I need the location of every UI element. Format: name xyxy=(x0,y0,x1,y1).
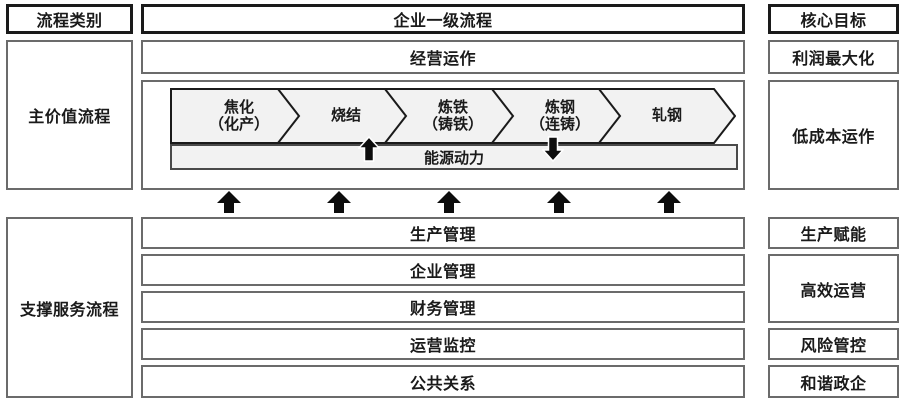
value-chain-chevrons: 焦化 （化产） 烧结 炼铁 （铸铁） xyxy=(170,88,736,144)
goal-label: 低成本运作 xyxy=(792,127,875,146)
goal-cell-efficient-operation: 高效运营 xyxy=(768,254,899,323)
header-category-cell: 流程类别 xyxy=(6,4,133,34)
header-goal-cell: 核心目标 xyxy=(768,4,899,34)
goal-cell-harmonious-government-enterprise: 和谐政企 xyxy=(768,365,899,398)
goal-cell-risk-control: 风险管控 xyxy=(768,328,899,360)
process-row-business-operation: 经营运作 xyxy=(141,40,745,74)
support-up-arrow-icon-2 xyxy=(326,190,352,214)
process-row-operation-monitoring: 运营监控 xyxy=(141,328,745,360)
process-row-label: 企业管理 xyxy=(409,262,476,281)
process-row-label: 公共关系 xyxy=(409,373,476,393)
category-label-main-value: 主价值流程 xyxy=(28,107,111,126)
header-goal-label: 核心目标 xyxy=(800,11,867,30)
header-category-label: 流程类别 xyxy=(36,11,103,30)
process-row-public-relations: 公共关系 xyxy=(141,365,745,398)
goal-label: 高效运营 xyxy=(800,280,867,300)
goal-label: 和谐政企 xyxy=(800,373,867,393)
process-row-enterprise-management: 企业管理 xyxy=(141,254,745,286)
support-up-arrow-icon-3 xyxy=(436,190,462,214)
header-process-label: 企业一级流程 xyxy=(393,11,493,30)
goal-cell-profit-maximization: 利润最大化 xyxy=(768,40,899,74)
process-row-label: 经营运作 xyxy=(409,49,476,68)
goal-label: 生产赋能 xyxy=(800,225,867,244)
chevron-shape-icon xyxy=(598,88,736,144)
category-label-support-service: 支撑服务流程 xyxy=(19,299,119,319)
goal-cell-production-empowerment: 生产赋能 xyxy=(768,217,899,249)
category-cell-support-service: 支撑服务流程 xyxy=(6,217,133,398)
process-row-label: 财务管理 xyxy=(409,299,476,318)
header-process-cell: 企业一级流程 xyxy=(141,4,745,34)
support-up-arrow-icon-1 xyxy=(216,190,242,214)
energy-power-bar[interactable]: 能源动力 xyxy=(170,144,738,170)
goal-label: 风险管控 xyxy=(800,336,867,355)
process-row-label: 生产管理 xyxy=(409,225,476,244)
category-cell-main-value: 主价值流程 xyxy=(6,40,133,190)
support-up-arrow-icon-5 xyxy=(656,190,682,214)
process-row-label: 运营监控 xyxy=(409,336,476,355)
energy-down-arrow-icon xyxy=(542,136,564,162)
energy-power-label: 能源动力 xyxy=(423,148,484,167)
process-row-production-management: 生产管理 xyxy=(141,217,745,249)
goal-label: 利润最大化 xyxy=(792,49,875,68)
value-chain-step-5[interactable]: 轧钢 xyxy=(598,88,736,144)
goal-cell-low-cost-operation: 低成本运作 xyxy=(768,80,899,190)
energy-up-arrow-icon xyxy=(358,136,380,162)
support-up-arrow-icon-4 xyxy=(546,190,572,214)
process-row-financial-management: 财务管理 xyxy=(141,291,745,323)
